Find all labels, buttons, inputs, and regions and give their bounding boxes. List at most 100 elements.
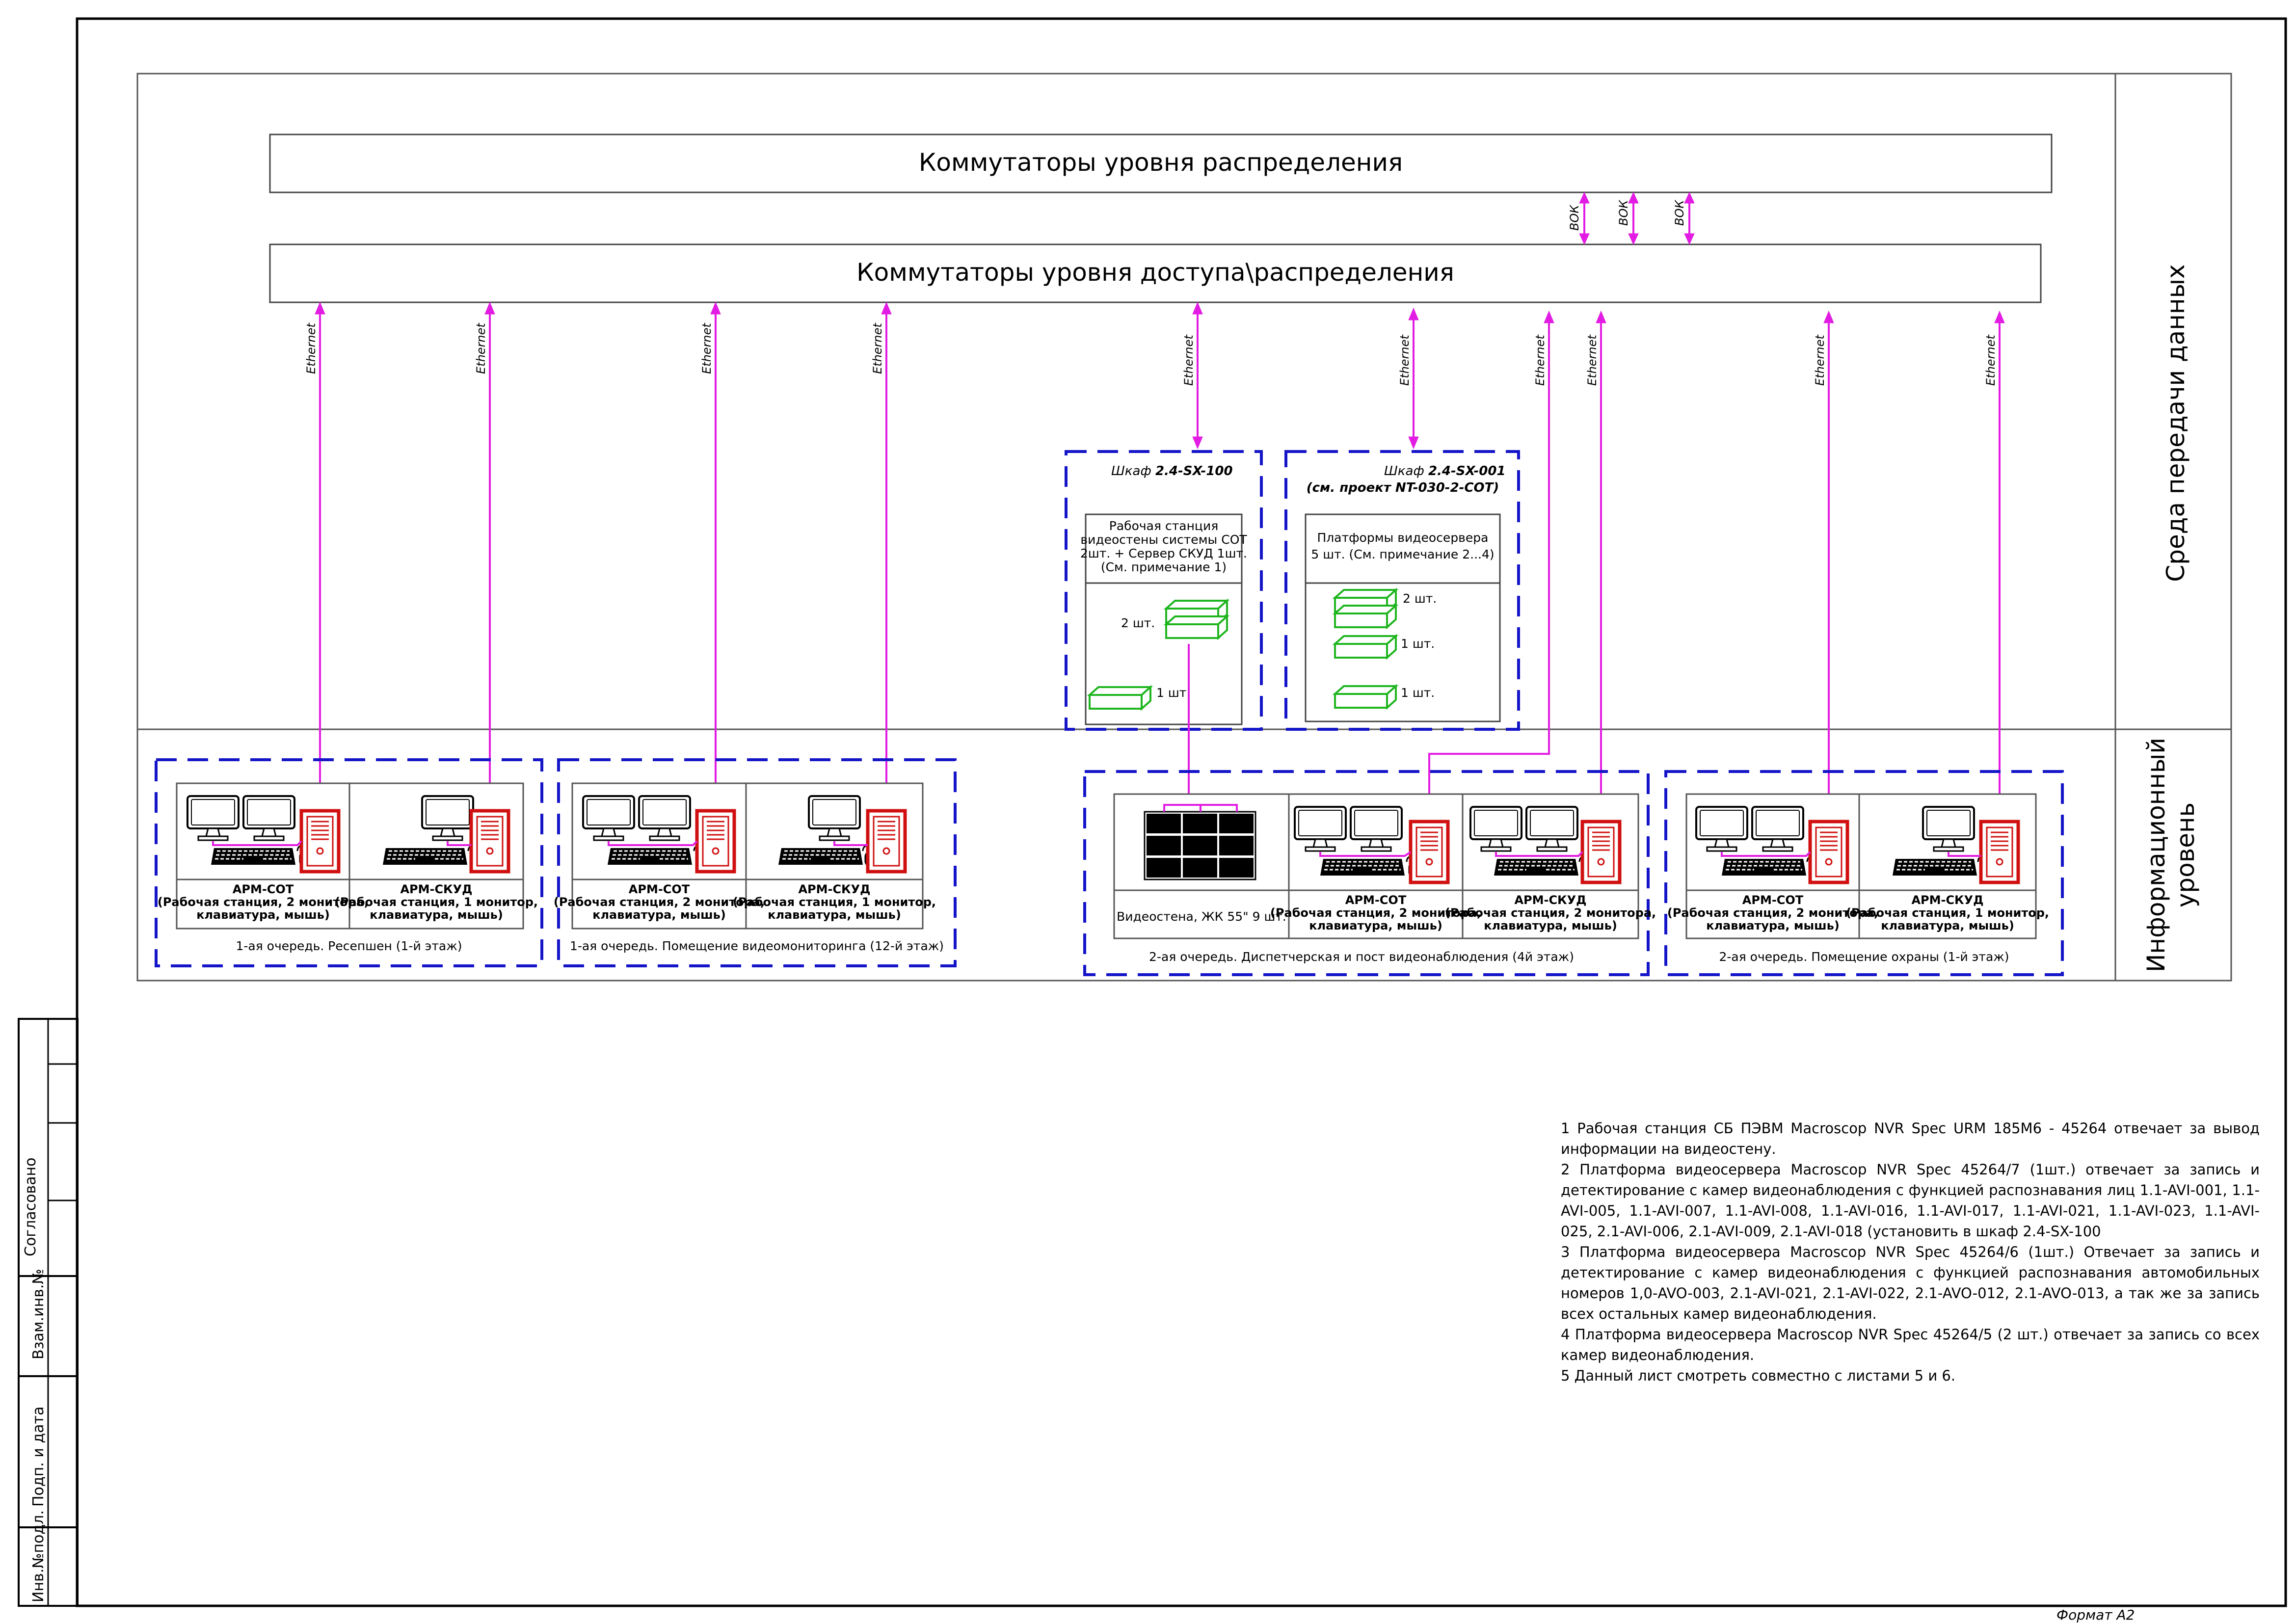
cabinet1-title-id: 2.4-SX-100 <box>1155 464 1233 479</box>
arm-sot-desc: клавиатура, мышь) <box>1706 919 1840 932</box>
note-4: 4 Платформа видеосервера Macroscop NVR S… <box>1561 1326 2260 1363</box>
cabinet1-header-1: Рабочая станция <box>1109 519 1218 533</box>
keyboard-icon <box>1319 858 1406 877</box>
cabinet2-header-2: 5 шт. (См. примечание 2...4) <box>1311 547 1494 561</box>
arm-skud-desc: (Рабочая станция, 1 монитор, <box>1846 906 2049 920</box>
distribution-switches-label: Коммутаторы уровня распределения <box>919 148 1403 177</box>
server-icon <box>1089 686 1151 710</box>
server-icon <box>1334 685 1397 709</box>
arm-skud-desc: клавиатура, мышь) <box>1881 919 2014 932</box>
stamp-inv-replace: Взам.инв.№ <box>30 1269 47 1359</box>
server-icon <box>1165 615 1228 639</box>
cabinet-2-4-sx-001: Шкаф 2.4-SX-001 (см. проект NT-030-2-СОТ… <box>1284 450 1520 731</box>
information-layer-label-2: уровень <box>2171 802 2200 907</box>
arm-sot-desc: (Рабочая станция, 2 монитора, <box>1270 906 1481 920</box>
keyboard-icon <box>777 847 864 866</box>
ethernet-label: Ethernet <box>304 322 318 374</box>
computer-icon <box>471 811 508 872</box>
stamp-inv-orig: Инв.№подл. <box>30 1510 47 1602</box>
arm-sot-title: АРМ-СОТ <box>1345 893 1407 907</box>
computer-icon <box>1582 822 1620 882</box>
arm-skud-desc: клавиатура, мышь) <box>1484 919 1617 932</box>
cabinet2-qty-b: 1 шт. <box>1401 637 1435 651</box>
ethernet-label: Ethernet <box>1398 334 1412 386</box>
sheet-frame <box>76 17 2287 1607</box>
arm-sot-desc: клавиатура, мышь) <box>592 908 726 922</box>
cabinet1-qty-a: 2 шт. <box>1121 616 1155 630</box>
stamp-sign-date: Подп. и дата <box>30 1407 47 1507</box>
keyboard-icon <box>607 847 693 866</box>
ethernet-label: Ethernet <box>1182 334 1196 386</box>
zone-label: 1-ая очередь. Помещение видеомониторинга… <box>570 939 944 953</box>
keyboard-icon <box>382 847 468 866</box>
arm-sot-desc: клавиатура, мышь) <box>196 908 330 922</box>
svg-text:Шкаф 2.4-SX-001: Шкаф 2.4-SX-001 <box>1384 464 1506 479</box>
keyboard-icon <box>210 847 296 866</box>
arm-skud-desc: клавиатура, мышь) <box>768 908 901 922</box>
server-icon <box>1334 635 1397 659</box>
arm-sot-title: АРМ-СОТ <box>233 882 294 896</box>
zone-reception: АРМ-СОТ (Рабочая станция, 2 монитора, кл… <box>155 758 543 967</box>
cabinet1-header-4: (См. примечание 1) <box>1101 560 1227 574</box>
computer-icon <box>1411 822 1448 882</box>
cabinet-2-4-sx-100: Шкаф 2.4-SX-100 Рабочая станция видеосте… <box>1065 450 1263 731</box>
videowall-label: Видеостена, ЖК 55" 9 шт. <box>1117 909 1286 924</box>
cabinet2-title-id: 2.4-SX-001 <box>1428 464 1506 479</box>
arm-skud-title: АРМ-СКУД <box>1911 893 1983 907</box>
note-5: 5 Данный лист смотреть совместно с листа… <box>1561 1367 1956 1384</box>
computer-icon <box>301 811 339 872</box>
ethernet-label: Ethernet <box>1585 334 1599 386</box>
cabinet2-title-prefix: Шкаф <box>1384 464 1428 479</box>
cabinet1-header-3: 2шт. + Сервер СКУД 1шт. <box>1080 546 1247 560</box>
ethernet-label: Ethernet <box>474 322 488 374</box>
cabinet2-qty-c: 1 шт. <box>1401 686 1435 700</box>
access-switches-label: Коммутаторы уровня доступа\распределения <box>856 258 1454 287</box>
distribution-switches <box>269 133 2053 193</box>
ethernet-links: Ethernet Ethernet Ethernet Ethernet Ethe… <box>304 301 2005 869</box>
note-2: 2 Платформа видеосервера Macroscop NVR S… <box>1561 1161 2260 1240</box>
ethernet-label: Ethernet <box>871 322 884 374</box>
information-layer-label-1: Информационный <box>2142 738 2170 972</box>
note-1: 1 Рабочая станция СБ ПЭВМ Macroscop NVR … <box>1561 1120 2260 1157</box>
zone-label: 1-ая очередь. Ресепшен (1-й этаж) <box>236 939 462 953</box>
vok-label-2: ВОК <box>1617 200 1630 226</box>
arm-sot-desc: клавиатура, мышь) <box>1309 919 1442 932</box>
cabinet2-qty-a: 2 шт. <box>1403 591 1437 606</box>
arm-skud-desc: (Рабочая станция, 1 монитор, <box>335 895 538 909</box>
keyboard-icon <box>1721 858 1807 877</box>
zone-label: 2-ая очередь. Помещение охраны (1-й этаж… <box>1719 950 2009 964</box>
stamp-agreed: Согласовано <box>22 1157 39 1256</box>
zone-label: 2-ая очередь. Диспетчерская и пост видео… <box>1149 950 1574 964</box>
access-switches <box>269 243 2042 303</box>
zone-security-room: АРМ-СОТ (Рабочая станция, 2 монитора, кл… <box>1664 770 2064 976</box>
arm-sot-title: АРМ-СОТ <box>629 882 690 896</box>
cabinet1-title-prefix: Шкаф <box>1111 464 1155 479</box>
transmission-layer-label: Среда передачи данных <box>2162 264 2190 582</box>
arm-skud-title: АРМ-СКУД <box>1514 893 1586 907</box>
arm-sot-desc: (Рабочая станция, 2 монитора, <box>1667 906 1878 920</box>
ethernet-label: Ethernet <box>700 322 714 374</box>
ethernet-label: Ethernet <box>1813 334 1827 386</box>
zone-dispatch-4: Видеостена, ЖК 55" 9 шт. АРМ-СОТ (Рабоча… <box>1083 770 1656 976</box>
computer-icon <box>697 811 734 872</box>
keyboard-icon <box>1493 858 1579 877</box>
arm-skud-title: АРМ-СКУД <box>400 882 472 896</box>
notes: 1 Рабочая станция СБ ПЭВМ Macroscop NVR … <box>1561 1118 2260 1386</box>
cabinet2-title-line2: (см. проект NT-030-2-СОТ) <box>1307 480 1499 495</box>
ethernet-label: Ethernet <box>1984 334 1998 386</box>
arm-sot-desc: (Рабочая станция, 2 монитора, <box>158 895 369 909</box>
vok-label-1: ВОК <box>1568 205 1581 231</box>
cabinet2-header-1: Платформы видеосервера <box>1317 531 1489 545</box>
sheet-format: Формат А2 <box>2056 1607 2135 1623</box>
arm-skud-desc: (Рабочая станция, 2 монитора, <box>1445 906 1656 920</box>
computer-icon <box>868 811 905 872</box>
computer-icon <box>1981 822 2018 882</box>
cabinet1-header-2: видеостены системы СОТ <box>1080 532 1247 547</box>
computer-icon <box>1810 822 1847 882</box>
zone-video-monitoring-12: АРМ-СОТ (Рабочая станция, 2 монитора, кл… <box>554 758 957 967</box>
arm-sot-title: АРМ-СОТ <box>1742 893 1804 907</box>
ethernet-label: Ethernet <box>1533 334 1547 386</box>
server-icon <box>1334 605 1397 628</box>
arm-sot-desc: (Рабочая станция, 2 монитора, <box>554 895 765 909</box>
